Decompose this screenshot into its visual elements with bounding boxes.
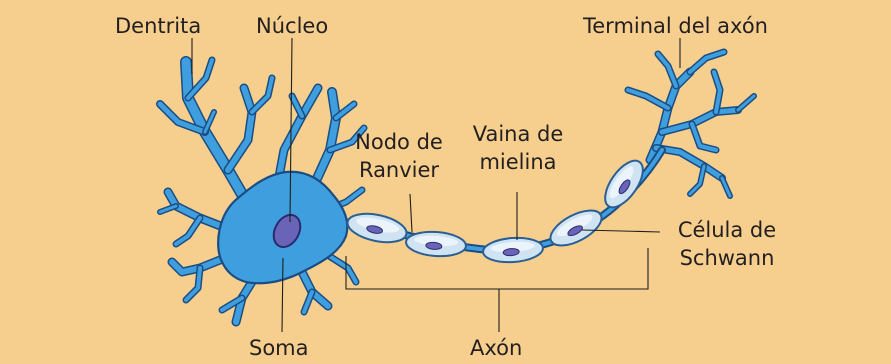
dendrite-branch-1-fill — [186, 62, 250, 208]
schwann-cell-segment-5 — [598, 154, 650, 213]
axon-label: Axón — [470, 334, 522, 362]
schwann-cell-segment-2 — [405, 230, 467, 258]
schwann-cell-segment-4 — [545, 203, 607, 252]
nucleus-label: Núcleo — [256, 12, 328, 40]
soma-label: Soma — [249, 334, 309, 362]
myelin-sheath-label: Vaina de mielina — [470, 120, 566, 176]
dendrite-label: Dentrita — [115, 12, 201, 40]
axon-terminal-label: Terminal del axón — [583, 12, 768, 40]
schwann-cell-segment-1 — [345, 209, 409, 247]
terminal-branch-4-fill — [628, 90, 668, 108]
schwann-cell-label: Célula de Schwann — [666, 216, 788, 272]
terminal-branch-5-fill — [662, 110, 738, 132]
node-of-ranvier-label: Nodo de Ranvier — [340, 128, 458, 184]
schwann-cell-segment-3 — [482, 236, 544, 264]
node-of-ranvier-leader — [410, 194, 412, 232]
terminal-branch-8-fill — [738, 96, 754, 110]
